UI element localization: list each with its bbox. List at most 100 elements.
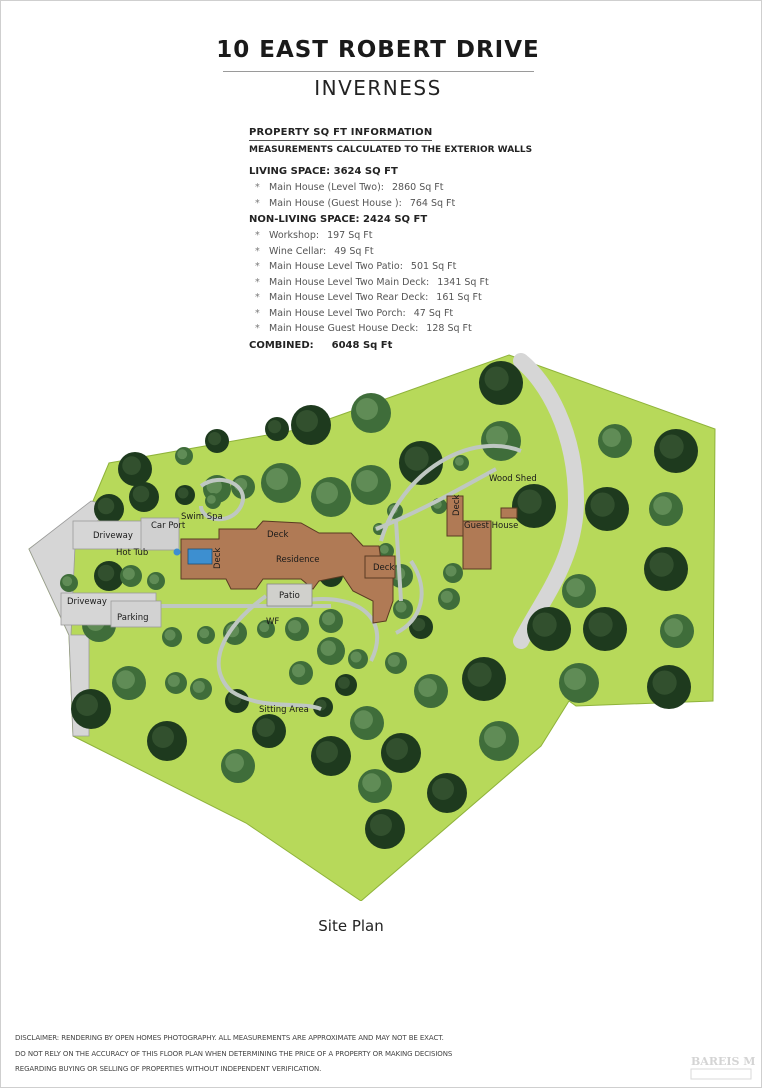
tree-icon <box>348 649 368 669</box>
tree-icon <box>221 749 255 783</box>
site-plan-caption: Site Plan <box>318 917 384 935</box>
tree-icon <box>647 665 691 709</box>
mls-logo-icon: BAREIS MLS <box>690 1055 755 1080</box>
label-swim-spa: Swim Spa <box>181 512 223 522</box>
combined-total: COMBINED:6048 Sq Ft <box>249 339 393 351</box>
tree-icon <box>644 547 688 591</box>
access-road <box>513 353 585 649</box>
hot-tub <box>173 548 181 556</box>
tree-icon <box>585 487 629 531</box>
tree-icon <box>598 424 632 458</box>
tree-icon <box>289 661 313 685</box>
tree-icon <box>205 493 221 509</box>
tree-icon <box>311 736 351 776</box>
sqft-subheading: MEASUREMENTS CALCULATED TO THE EXTERIOR … <box>249 145 533 155</box>
tree-icon <box>190 678 212 700</box>
disclaimer-line: DO NOT RELY ON THE ACCURACY OF THIS FLOO… <box>15 1049 453 1058</box>
tree-icon <box>335 674 357 696</box>
tree-icon <box>512 484 556 528</box>
tree-icon <box>479 361 523 405</box>
tree-icon <box>291 405 331 445</box>
list-item: *Main House Level Two Patio:501 Sq Ft <box>255 261 457 272</box>
tree-icon <box>175 485 195 505</box>
tree-icon <box>112 666 146 700</box>
tree-icon <box>94 561 124 591</box>
list-item: *Main House (Guest House ):764 Sq Ft <box>255 197 456 209</box>
tree-icon <box>261 463 301 503</box>
label-wf: WF <box>266 617 279 627</box>
label-deck-vertical: Deck <box>213 548 223 569</box>
tree-icon <box>147 572 165 590</box>
tree-icon <box>118 452 152 486</box>
parking-pad <box>110 600 162 628</box>
tree-icon <box>654 429 698 473</box>
residence-building <box>180 520 394 624</box>
tree-icon <box>378 543 394 559</box>
tree-icon <box>285 617 309 641</box>
label-residence: Residence <box>276 555 319 565</box>
tree-icon <box>462 657 506 701</box>
tree-icon <box>438 588 460 610</box>
living-space-list: *Main House (Level Two):2860 Sq Ft *Main… <box>249 180 579 211</box>
site-plan-map: Driveway Car Port Swim Spa Hot Tub Deck … <box>28 353 716 901</box>
tree-icon <box>414 674 448 708</box>
deck-small-pad <box>364 555 396 579</box>
wood-shed <box>500 507 518 519</box>
non-living-space-title: NON-LIVING SPACE: 2424 SQ FT <box>249 214 428 225</box>
tree-icon <box>350 706 384 740</box>
living-space-title: LIVING SPACE: 3624 SQ FT <box>249 166 398 177</box>
tree-icon <box>381 733 421 773</box>
tree-icon <box>351 393 391 433</box>
sqft-info-panel: PROPERTY SQ FT INFORMATION MEASUREMENTS … <box>249 120 579 351</box>
tree-icon <box>393 599 413 619</box>
label-deck-guest: Deck <box>452 495 462 516</box>
disclaimer: DISCLAIMER: RENDERING BY OPEN HOMES PHOT… <box>15 1031 535 1078</box>
label-hot-tub: Hot Tub <box>116 548 148 558</box>
tree-icon <box>71 689 111 729</box>
list-item: *Workshop:197 Sq Ft <box>255 230 373 241</box>
list-item: *Main House Level Two Rear Deck:161 Sq F… <box>255 292 482 303</box>
tree-icon <box>120 565 142 587</box>
disclaimer-line: REGARDING BUYING OR SELLING OF PROPERTIE… <box>15 1065 322 1073</box>
tree-icon <box>147 721 187 761</box>
tree-icon <box>317 637 345 665</box>
tree-icon <box>205 429 229 453</box>
tree-icon <box>583 607 627 651</box>
list-item: *Wine Cellar:49 Sq Ft <box>255 245 374 257</box>
tree-icon <box>94 494 124 524</box>
title-divider <box>223 71 534 72</box>
tree-icon <box>660 614 694 648</box>
tree-icon <box>358 769 392 803</box>
label-deck-main: Deck <box>267 530 288 540</box>
label-patio: Patio <box>279 591 300 601</box>
tree-icon <box>427 773 467 813</box>
label-car-port: Car Port <box>151 521 186 531</box>
patio-pad <box>266 583 313 607</box>
tree-icon <box>481 421 521 461</box>
tree-icon <box>162 627 182 647</box>
tree-icon <box>175 447 193 465</box>
disclaimer-line: DISCLAIMER: RENDERING BY OPEN HOMES PHOT… <box>15 1034 444 1042</box>
tree-icon <box>252 714 286 748</box>
label-driveway-top: Driveway <box>93 531 133 541</box>
tree-icon <box>409 615 433 639</box>
page-subtitle: INVERNESS <box>314 76 442 100</box>
sqft-heading: PROPERTY SQ FT INFORMATION <box>249 127 433 141</box>
watermark-text: BAREIS MLS <box>691 1055 755 1068</box>
label-sitting-area: Sitting Area <box>259 705 309 715</box>
tree-icon <box>649 492 683 526</box>
non-living-space-list: *Workshop:197 Sq Ft *Wine Cellar:49 Sq F… <box>249 228 579 337</box>
list-item: *Main House Level Two Porch:47 Sq Ft <box>255 307 454 319</box>
tree-icon <box>443 563 463 583</box>
swim-spa <box>187 548 213 565</box>
tree-icon <box>399 441 443 485</box>
page-title: 10 EAST ROBERT DRIVE <box>216 37 540 63</box>
tree-icon <box>311 477 351 517</box>
tree-icon <box>319 609 343 633</box>
tree-icon <box>265 417 289 441</box>
label-guest-house: Guest House <box>464 521 518 531</box>
label-driveway-bottom: Driveway <box>67 597 107 607</box>
list-item: *Main House (Level Two):2860 Sq Ft <box>255 182 444 193</box>
tree-icon <box>165 672 187 694</box>
